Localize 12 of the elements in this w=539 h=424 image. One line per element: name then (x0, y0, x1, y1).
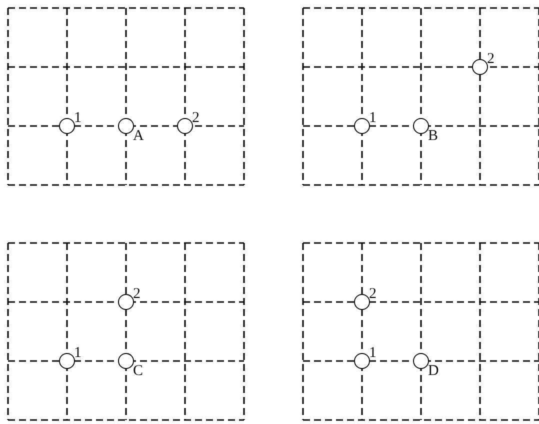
point-label: 1 (74, 111, 82, 126)
point-label: 2 (192, 111, 200, 126)
point-label: D (428, 364, 439, 379)
point-label: 1 (369, 111, 376, 126)
point-label: 1 (74, 346, 82, 361)
point-label: C (133, 364, 144, 379)
point-label: B (428, 129, 438, 144)
point-label: 2 (487, 52, 494, 67)
point-label: 2 (369, 287, 376, 302)
point-label: 1 (369, 346, 376, 361)
point-label: 2 (133, 287, 140, 302)
point-label: A (133, 129, 144, 144)
